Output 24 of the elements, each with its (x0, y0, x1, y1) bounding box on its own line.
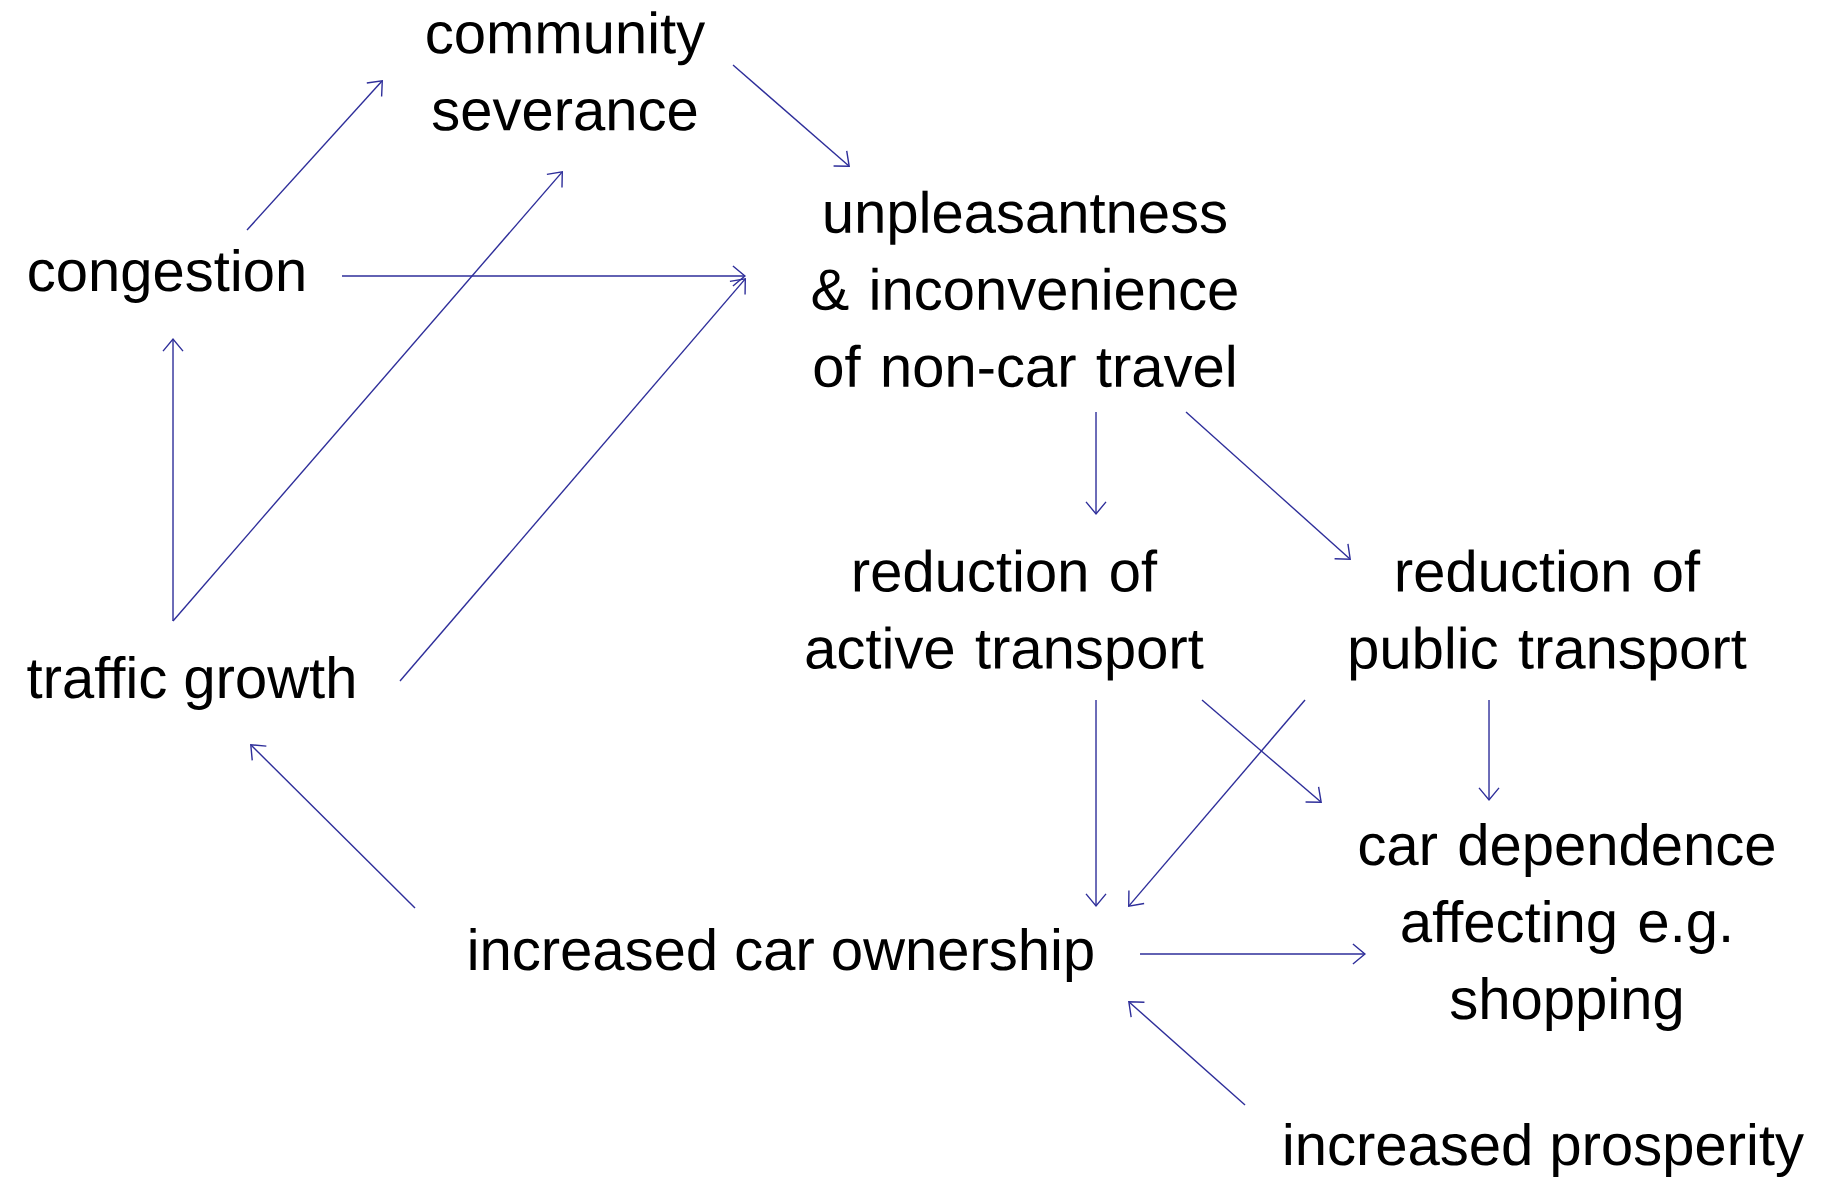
arrow (246, 80, 383, 231)
node-text: community severance (427, 11, 706, 131)
arrow (250, 744, 416, 909)
node-text: reduction of active transport (806, 549, 1204, 681)
node-text: unpleasantness & inconvenience of non-car travel (812, 190, 1237, 388)
node-text: congestion (29, 248, 304, 303)
node-text: reduction of public transport (1350, 549, 1747, 681)
node-text: increased car ownership (470, 927, 1093, 982)
arrow (1085, 411, 1107, 515)
arrow (1201, 699, 1322, 803)
arrow (341, 265, 746, 287)
arrow (1139, 943, 1366, 965)
node-text: car dependence affecting e.g. shopping (1359, 822, 1774, 1031)
node-text: increased prosperity (1285, 1122, 1804, 1177)
arrow (1085, 699, 1107, 907)
arrow (399, 278, 746, 682)
arrow (1478, 699, 1500, 801)
arrow (162, 338, 184, 622)
arrow (1128, 699, 1306, 907)
arrow (732, 64, 850, 167)
arrow (1185, 411, 1351, 560)
node-text: traffic growth (27, 655, 354, 710)
arrow (1128, 1001, 1246, 1106)
arrow (172, 171, 563, 622)
